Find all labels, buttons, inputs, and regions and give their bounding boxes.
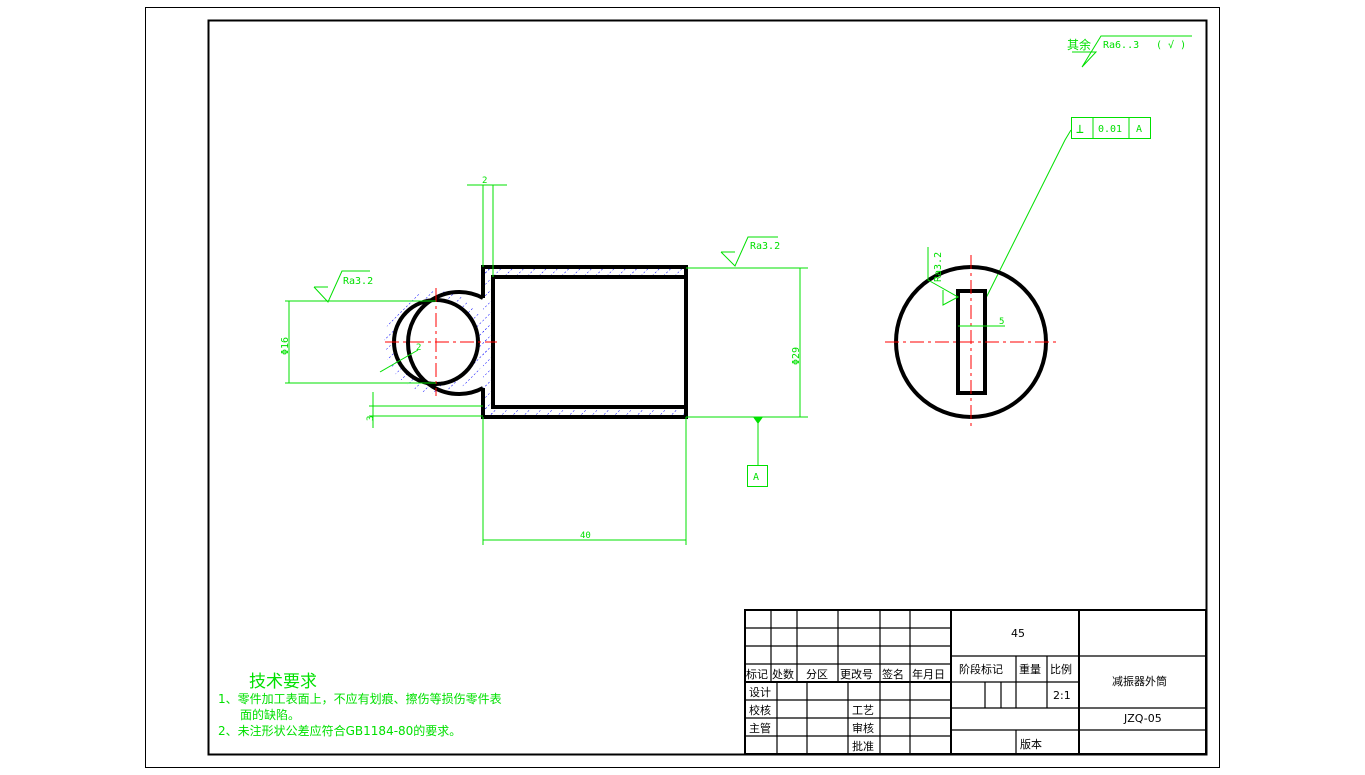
svg-text:批准: 批准 [852, 739, 874, 753]
front-view-section [384, 265, 688, 419]
svg-text:0.01: 0.01 [1098, 124, 1122, 135]
svg-text:Ra3.2: Ra3.2 [933, 252, 944, 282]
svg-text:A: A [1136, 124, 1142, 135]
svg-text:Ra3.2: Ra3.2 [750, 241, 780, 252]
svg-text:Φ29: Φ29 [791, 347, 802, 365]
svg-text:阶段标记: 阶段标记 [959, 662, 1003, 676]
svg-text:年月日: 年月日 [912, 667, 945, 681]
svg-text:比例: 比例 [1050, 662, 1072, 676]
technical-requirements: 技术要求 1、零件加工表面上，不应有划痕、擦伤等损伤零件表 面的缺陷。 2、未注… [218, 672, 502, 738]
svg-text:工艺: 工艺 [852, 704, 874, 717]
svg-text:2、未注形状公差应符合GB1184-80的要求。: 2、未注形状公差应符合GB1184-80的要求。 [218, 723, 461, 738]
perpendicularity-tolerance-frame: ⊥ 0.01 A [985, 117, 1151, 299]
outer-frame [145, 7, 1220, 768]
title-block: 标记 处数 分区 更改号 签名 年月日 设计 校核 主管 工艺 审核 批准 45… [744, 609, 1207, 755]
svg-text:5: 5 [999, 317, 1004, 327]
svg-text:2: 2 [482, 176, 487, 186]
svg-text:校核: 校核 [749, 703, 771, 717]
svg-text:审核: 审核 [852, 721, 874, 735]
svg-text:技术要求: 技术要求 [249, 672, 317, 692]
svg-text:签名: 签名 [882, 667, 904, 681]
svg-text:处数: 处数 [772, 668, 794, 681]
svg-text:更改号: 更改号 [840, 667, 873, 681]
svg-text:1、零件加工表面上，不应有划痕、擦伤等损伤零件表: 1、零件加工表面上，不应有划痕、擦伤等损伤零件表 [218, 691, 502, 706]
svg-text:45: 45 [1011, 627, 1025, 640]
svg-text:设计: 设计 [749, 686, 771, 699]
svg-text:Ra6..3: Ra6..3 [1103, 40, 1139, 51]
svg-text:40: 40 [580, 531, 591, 541]
svg-text:版本: 版本 [1020, 737, 1042, 751]
svg-text:2:1: 2:1 [1053, 689, 1071, 702]
svg-text:减振器外筒: 减振器外筒 [1112, 674, 1167, 688]
svg-text:Φ16: Φ16 [280, 337, 291, 355]
svg-text:2: 2 [416, 343, 421, 353]
svg-text:3: 3 [366, 416, 376, 421]
svg-text:其余: 其余 [1067, 37, 1091, 52]
svg-text:面的缺陷。: 面的缺陷。 [240, 707, 300, 722]
svg-text:重量: 重量 [1019, 662, 1041, 676]
side-view: 5 Ra3.2 [885, 247, 1058, 430]
svg-text:主管: 主管 [749, 721, 771, 735]
svg-text:分区: 分区 [806, 668, 828, 681]
svg-text:Ra3.2: Ra3.2 [343, 276, 373, 287]
roughness-other-symbol: 其余 Ra6..3 ( √ ) [1067, 35, 1192, 68]
front-view-dimensions: 2 Ra3.2 Φ16 2 3 Ra3.2 Φ29 A 40 [280, 176, 808, 545]
svg-text:标记: 标记 [746, 667, 768, 681]
svg-text:⊥: ⊥ [1076, 122, 1084, 137]
svg-text:A: A [753, 472, 759, 483]
svg-text:( √ ): ( √ ) [1156, 39, 1186, 51]
svg-text:JZQ-05: JZQ-05 [1123, 712, 1162, 725]
inner-frame [207, 19, 1208, 756]
